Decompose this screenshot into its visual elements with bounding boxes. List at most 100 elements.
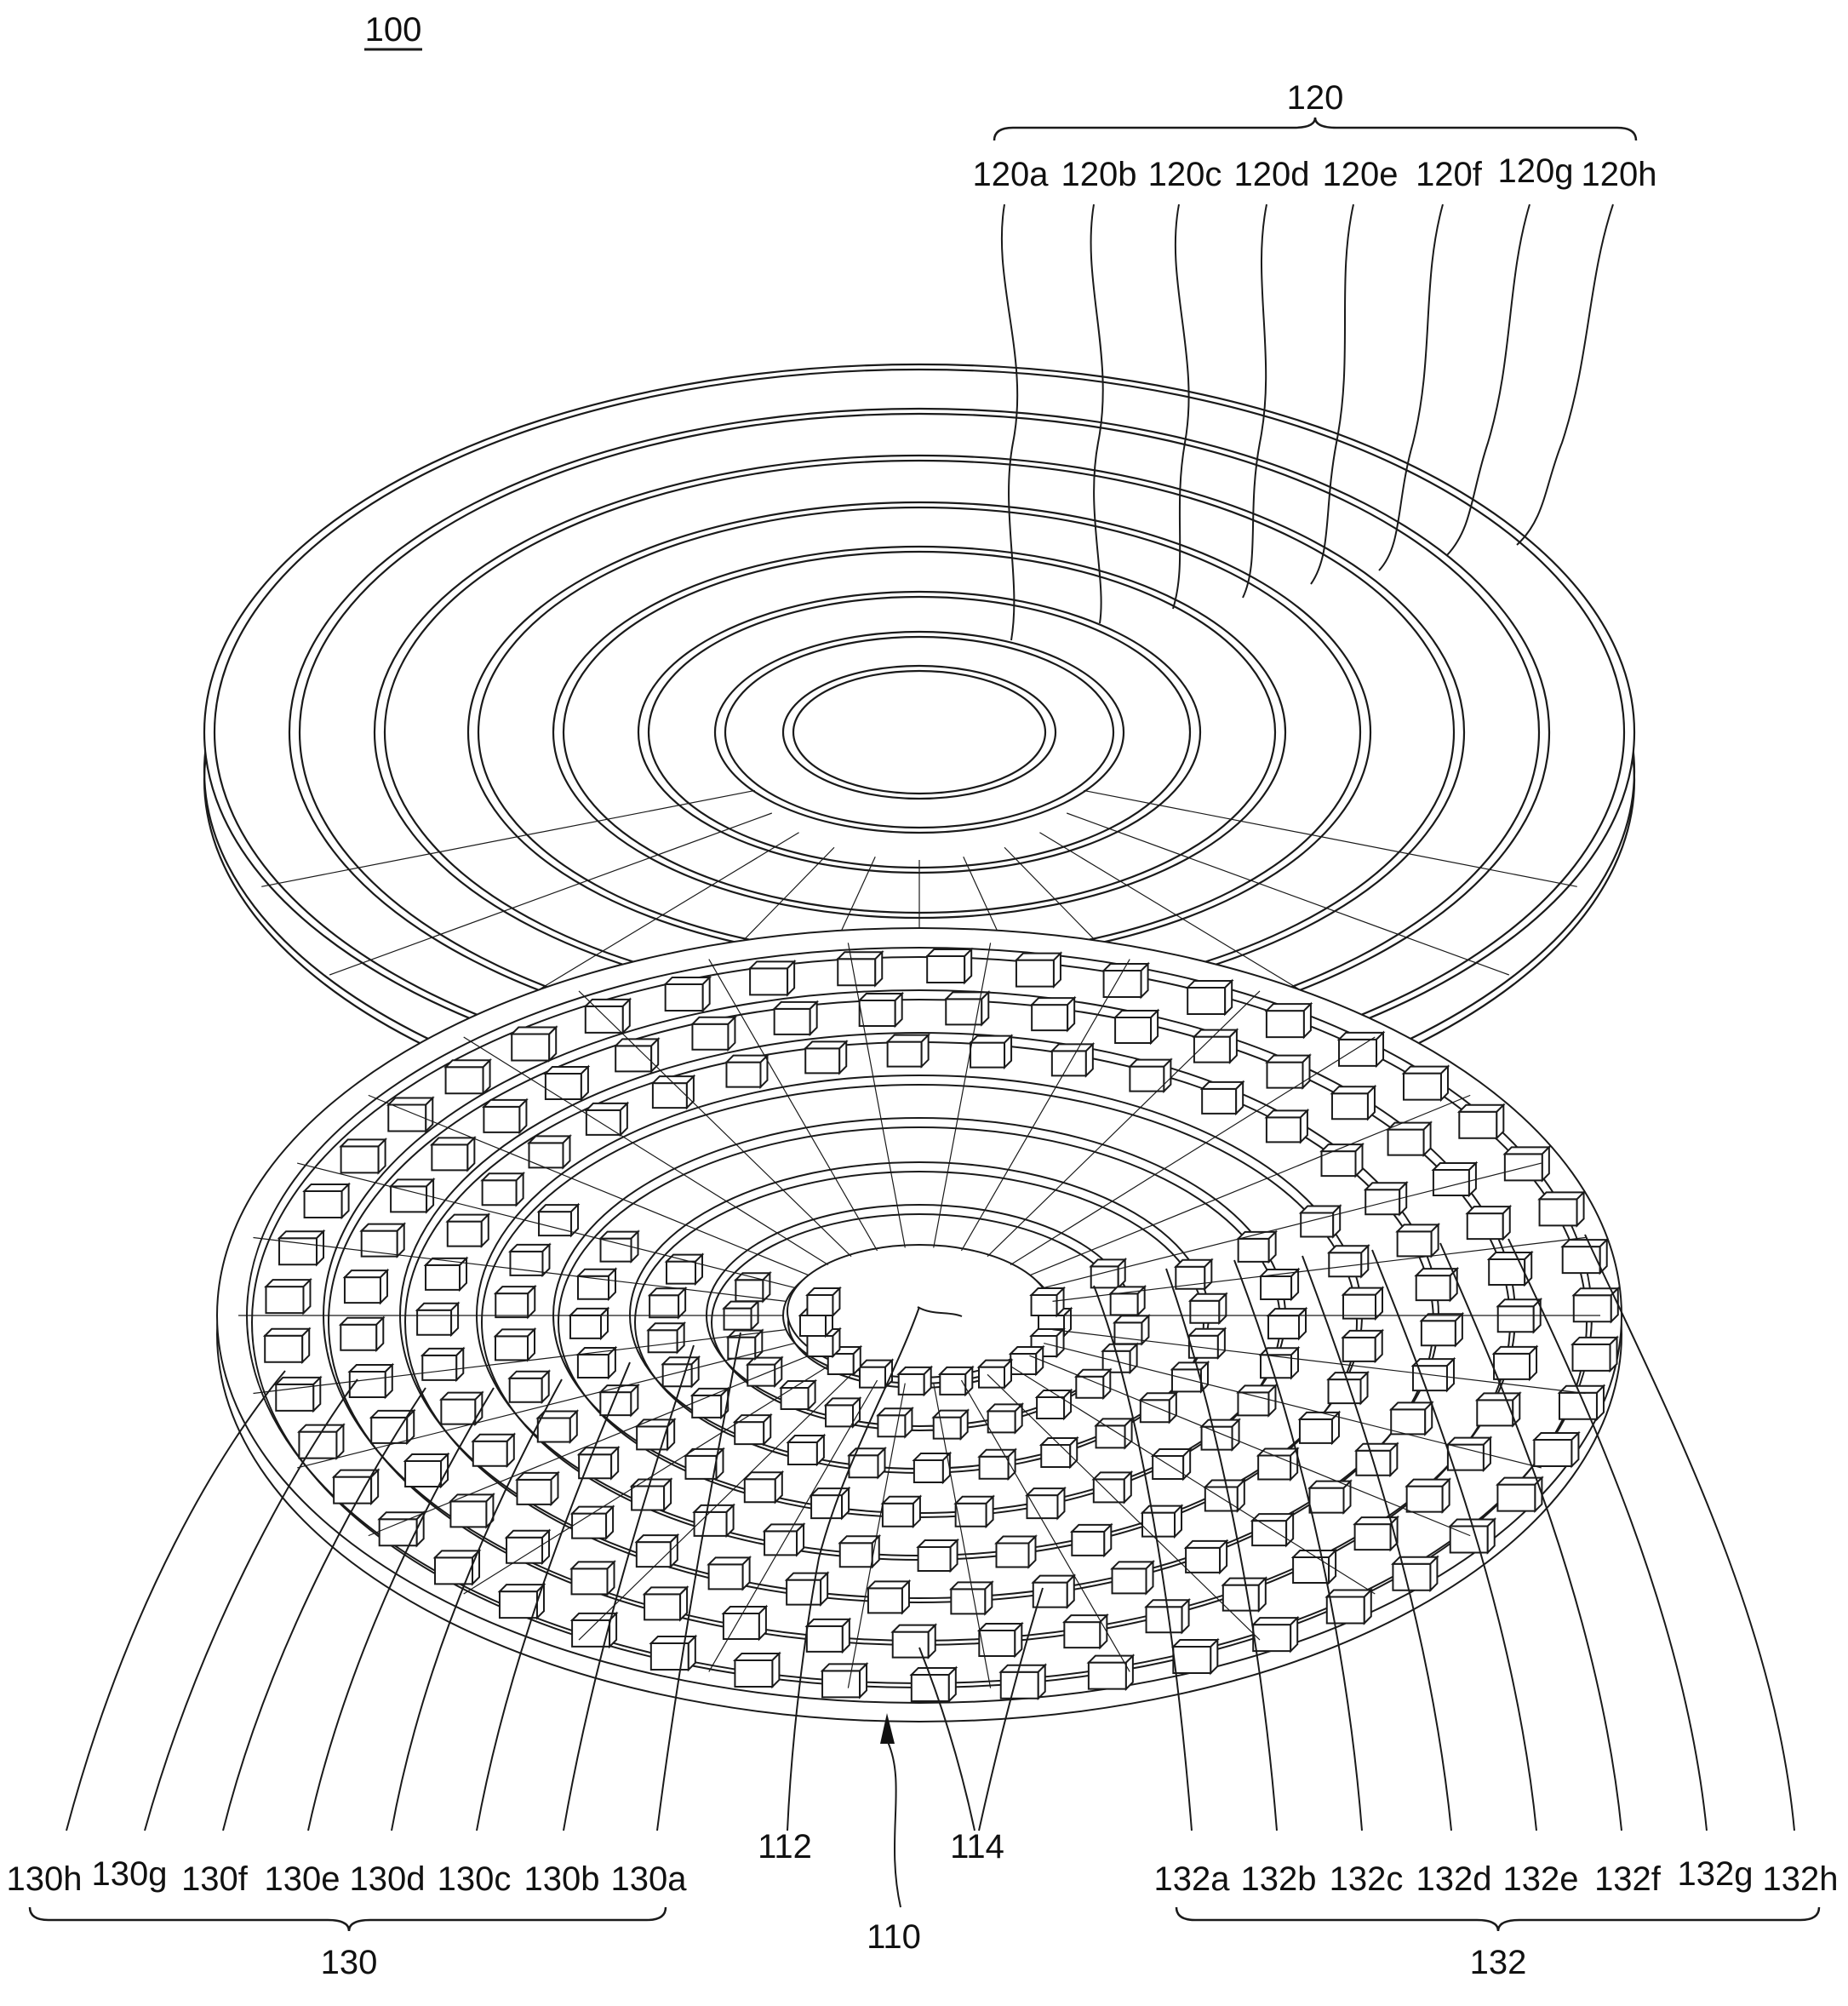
magnet-block	[341, 1139, 386, 1172]
magnet-block	[1573, 1338, 1617, 1371]
magnet-block-side	[703, 977, 710, 1011]
magnet-block	[572, 1562, 615, 1594]
magnet-block	[788, 1436, 824, 1464]
magnet-block-side	[1054, 954, 1061, 987]
magnet-block-face	[980, 1457, 1009, 1479]
label-132a: 132a	[1154, 1860, 1231, 1898]
magnet-block-face	[1032, 1005, 1067, 1030]
magnet-block	[1115, 1011, 1158, 1043]
magnet-block-face	[1329, 1379, 1361, 1403]
magnet-block	[1032, 998, 1074, 1030]
label-132h: 132h	[1763, 1860, 1839, 1898]
label-132d: 132d	[1416, 1860, 1492, 1898]
magnet-block-face	[695, 1512, 727, 1536]
magnet-block	[1016, 954, 1061, 987]
magnet-block	[1253, 1618, 1297, 1651]
magnet-block-side	[1141, 964, 1148, 997]
magnet-block-side	[376, 1318, 383, 1350]
magnet-block	[807, 1288, 839, 1315]
magnet-block-face	[1398, 1231, 1432, 1256]
magnet-block-face	[391, 1186, 426, 1212]
magnet-block-face	[1239, 1239, 1269, 1262]
magnet-block-face	[1407, 1487, 1443, 1512]
magnet-block-side	[1443, 1480, 1450, 1512]
magnet-block-side	[482, 1215, 489, 1247]
magnet-block-side	[1238, 1481, 1244, 1511]
magnet-block	[1091, 1259, 1125, 1287]
magnet-block-face	[996, 1544, 1028, 1568]
magnet-block	[1534, 1433, 1578, 1466]
magnet-block-side	[1182, 1600, 1189, 1632]
magnet-block-face	[860, 1000, 895, 1026]
magnet-block-face	[775, 1009, 810, 1035]
magnet-block-side	[1225, 981, 1232, 1014]
magnet-block-side	[1430, 1557, 1437, 1590]
magnet-block-face	[637, 1542, 671, 1567]
magnet-block-side	[1530, 1347, 1536, 1379]
magnet-block-side	[379, 1139, 386, 1172]
magnet-block-face	[822, 1671, 860, 1697]
magnet-block-side	[1488, 1519, 1495, 1552]
magnet-block	[1001, 1665, 1045, 1699]
magnet-block-side	[342, 1184, 349, 1218]
magnet-block	[1142, 1506, 1181, 1537]
label-130e: 130e	[265, 1860, 340, 1898]
magnet-block-side	[1496, 1105, 1503, 1138]
magnet-block	[299, 1425, 343, 1459]
magnet-block-side	[1151, 1011, 1158, 1043]
magnet-block-face	[506, 1538, 542, 1563]
magnet-block-face	[692, 1024, 728, 1050]
leader-110	[888, 1742, 901, 1907]
magnet-block	[637, 1535, 678, 1567]
label-120a: 120a	[973, 156, 1050, 193]
magnet-block-side	[302, 1329, 309, 1362]
magnet-block	[988, 1404, 1022, 1432]
magnet-block-face	[1459, 1112, 1496, 1138]
magnet-block	[1267, 1056, 1309, 1088]
magnet-block	[265, 1329, 309, 1362]
magnet-block-side	[608, 1562, 615, 1594]
magnet-block-face	[1268, 1315, 1299, 1338]
magnet-block-side	[528, 1329, 535, 1360]
arrow-110	[880, 1713, 895, 1744]
magnet-block-face	[1300, 1419, 1332, 1443]
magnet-block-face	[1310, 1488, 1344, 1513]
magnet-block-face	[1365, 1189, 1399, 1214]
magnet-block-side	[542, 1245, 549, 1275]
label-130c: 130c	[438, 1860, 512, 1898]
magnet-block-side	[1376, 1288, 1382, 1319]
magnet-block-face	[601, 1239, 632, 1262]
magnet-block	[572, 1613, 616, 1647]
magnet-block	[1416, 1269, 1457, 1300]
magnet-block	[826, 1398, 860, 1426]
magnet-block-face	[787, 1580, 821, 1605]
magnet-block-face	[667, 1262, 695, 1284]
magnet-block-face	[1534, 1440, 1571, 1466]
magnet-block	[495, 1287, 535, 1317]
magnet-block-face	[1190, 1301, 1219, 1323]
magnet-block-side	[517, 1173, 524, 1205]
magnet-block	[432, 1138, 474, 1170]
magnet-block-face	[1393, 1564, 1430, 1590]
magnet-block-face	[1339, 1040, 1376, 1066]
magnet-block-face	[893, 1632, 929, 1658]
magnet-block	[775, 1002, 817, 1035]
magnet-block-face	[586, 1110, 621, 1135]
magnet-block-face	[483, 1107, 519, 1132]
magnet-block-side	[1441, 1067, 1448, 1100]
magnet-block-face	[1113, 1568, 1147, 1593]
magnet-block	[649, 1288, 685, 1317]
magnet-block-face	[1261, 1355, 1291, 1378]
magnet-block	[388, 1098, 432, 1132]
magnet-block-side	[528, 1287, 535, 1317]
magnet-block	[1267, 1004, 1311, 1037]
magnet-block	[517, 1473, 558, 1504]
magnet-block-side	[671, 1535, 678, 1567]
magnet-block-side	[303, 1280, 310, 1313]
magnet-block	[1094, 1472, 1131, 1502]
magnet-block-side	[964, 949, 971, 983]
magnet-block-side	[317, 1231, 323, 1264]
magnet-block	[1293, 1550, 1336, 1583]
magnet-block	[811, 1488, 849, 1518]
magnet-block	[692, 1017, 735, 1050]
